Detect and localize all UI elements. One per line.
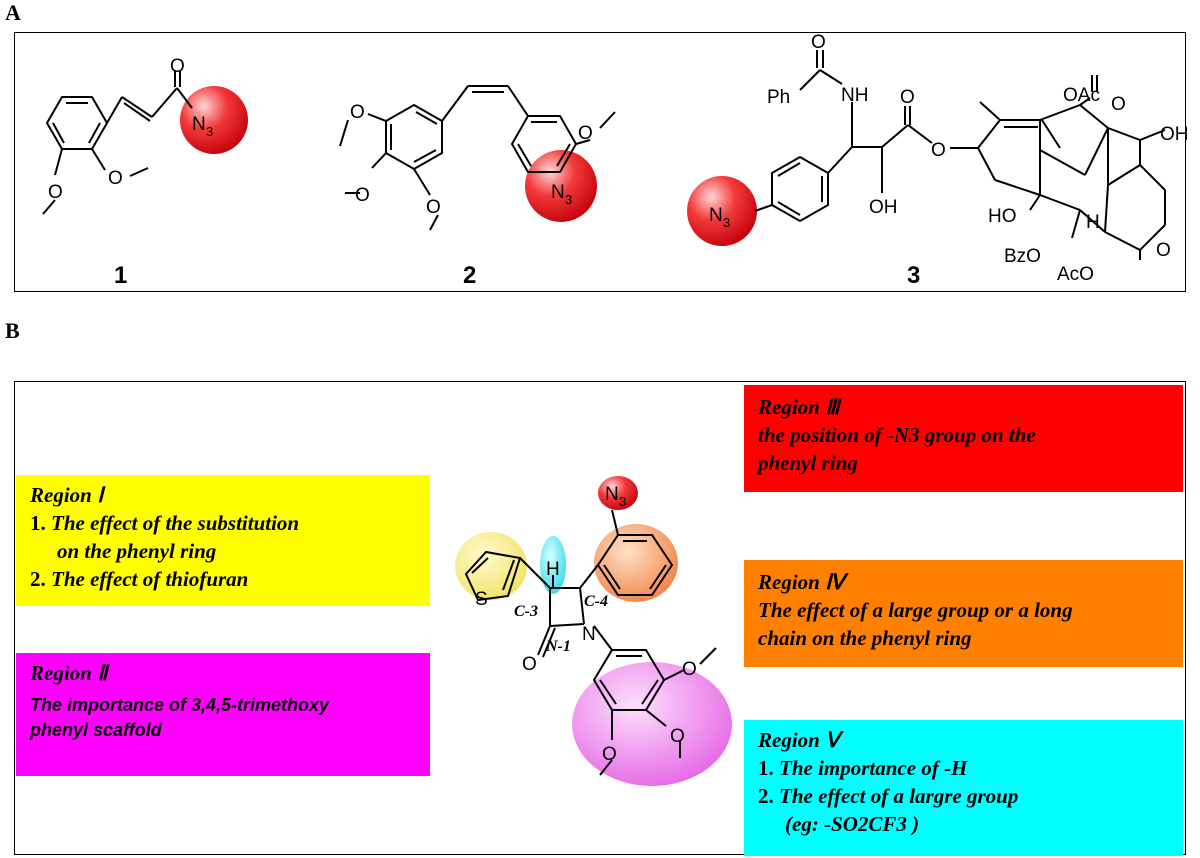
compound-1: [42, 70, 248, 215]
oxetane-oxygen-label: O: [1156, 240, 1171, 261]
azide-subscript-3: 3: [723, 215, 730, 230]
c3-label: C-3: [514, 603, 538, 620]
oxygen-label: O: [426, 197, 441, 218]
panel-b-letter: B: [5, 318, 20, 343]
region-5-box: Region Ⅴ 1. The importance of -H 2. The …: [744, 720, 1183, 856]
phenyl-group-label: Ph: [767, 87, 790, 108]
compound-3: [687, 50, 1166, 260]
region-2-title: Region Ⅱ: [30, 661, 108, 685]
ho-group-label: HO: [988, 206, 1017, 227]
region-2-line-2: phenyl scaffold: [30, 720, 162, 740]
region-1-line-1: 1. The effect of the substitution: [30, 509, 416, 537]
oxygen-label: O: [931, 140, 946, 161]
aco-group-label: AcO: [1057, 264, 1094, 285]
region-5-number-1: 1.: [758, 756, 774, 780]
azide-label-3: N: [709, 205, 723, 226]
oxygen-label: O: [48, 182, 63, 203]
hydrogen-label: H: [1086, 212, 1100, 233]
region-4-line-2: chain on the phenyl ring: [758, 626, 972, 650]
azide-subscript-2: 3: [565, 192, 572, 207]
ketone-oxygen-label: O: [1111, 94, 1126, 115]
nh-group-label: NH: [841, 85, 868, 106]
azide-highlight: [598, 476, 638, 510]
region-1-text-2: The effect of thiofuran: [51, 567, 249, 591]
region-4-line-1: The effect of a large group or a long: [758, 598, 1073, 622]
azide-ball-1: [180, 86, 248, 154]
azide-subscript-1: 3: [206, 124, 213, 139]
carbonyl-oxygen-label: O: [522, 654, 537, 675]
region-1-line-2: 2. The effect of thiofuran: [30, 565, 416, 593]
azide-label-2: N: [551, 182, 565, 203]
azide-ball-3: [687, 176, 757, 246]
oxygen-label: O: [602, 744, 617, 765]
region-2-box: Region Ⅱ The importance of 3,4,5-trimeth…: [16, 653, 430, 776]
region-3-title: Region Ⅲ: [758, 395, 840, 419]
oxygen-label: O: [578, 123, 593, 144]
region-4-box: Region Ⅳ The effect of a large group or …: [744, 560, 1183, 667]
region-2-line-1: The importance of 3,4,5-trimethoxy: [30, 695, 330, 715]
region-5-number-2: 2.: [758, 784, 774, 808]
region-5-line-2: 2. The effect of a largre group: [758, 782, 1169, 810]
oxygen-label: O: [170, 56, 185, 77]
n1-label: N-1: [545, 638, 571, 655]
nitrogen-label: N: [582, 624, 596, 645]
azide-label-core: N: [605, 484, 619, 505]
region-4-title: Region Ⅳ: [758, 570, 845, 594]
panel-a-letter: A: [5, 0, 21, 25]
hydroxyl-label: OH: [869, 197, 898, 218]
oxygen-label: O: [682, 659, 697, 680]
hydroxyl-label: OH: [1160, 124, 1189, 145]
region-5-title: Region Ⅴ: [758, 728, 840, 752]
region-1-box: Region Ⅰ 1. The effect of the substituti…: [16, 475, 430, 606]
region-1-number-1: 1.: [30, 511, 46, 535]
thiophene-highlight: [455, 532, 527, 600]
compound-2: [339, 85, 616, 231]
panel-a-frame: [14, 32, 1186, 292]
region-1-text-1: The effect of the substitution: [51, 511, 300, 535]
oxygen-label: O: [350, 102, 365, 123]
compound-1-label: 1: [114, 262, 127, 289]
c4-label: C-4: [584, 593, 608, 610]
oxygen-label: O: [355, 185, 370, 206]
oxygen-label: O: [900, 87, 915, 108]
region-5-line-1: 1. The importance of -H: [758, 754, 1169, 782]
trimethoxyphenyl-highlight: [572, 662, 732, 786]
region-1-line-1b: on the phenyl ring: [57, 539, 217, 563]
bzo-group-label: BzO: [1004, 246, 1041, 267]
sulfur-label: S: [475, 589, 488, 610]
compound-3-label: 3: [907, 262, 920, 289]
region-5-line-3: (eg: -SO2CF3 ): [785, 812, 920, 836]
oxygen-label: O: [670, 726, 685, 747]
oxygen-label: O: [108, 168, 123, 189]
region-3-line-1: the position of -N3 group on the: [758, 423, 1036, 447]
region-5-text-2: The effect of a largre group: [779, 784, 1019, 808]
region-1-title: Region Ⅰ: [30, 483, 104, 507]
region-5-text-1: The importance of -H: [779, 756, 968, 780]
region-1-number-2: 2.: [30, 567, 46, 591]
beta-lactam-scaffold: S H O N N 3 O O O C-3 C-4 N-1: [455, 476, 732, 786]
oac-group-label: OAc: [1063, 85, 1100, 106]
compound-2-label: 2: [463, 262, 476, 289]
region-3-line-2: phenyl ring: [758, 451, 858, 475]
azide-label-1: N: [192, 114, 206, 135]
region-3-box: Region Ⅲ the position of -N3 group on th…: [744, 385, 1183, 492]
azide-ball-2: [525, 150, 597, 222]
panel-b-frame: [14, 381, 1186, 855]
oxygen-label: O: [811, 32, 826, 53]
hydrogen-highlight: [540, 536, 566, 594]
azide-subscript-core: 3: [619, 494, 626, 509]
hydrogen-label: H: [546, 559, 560, 580]
